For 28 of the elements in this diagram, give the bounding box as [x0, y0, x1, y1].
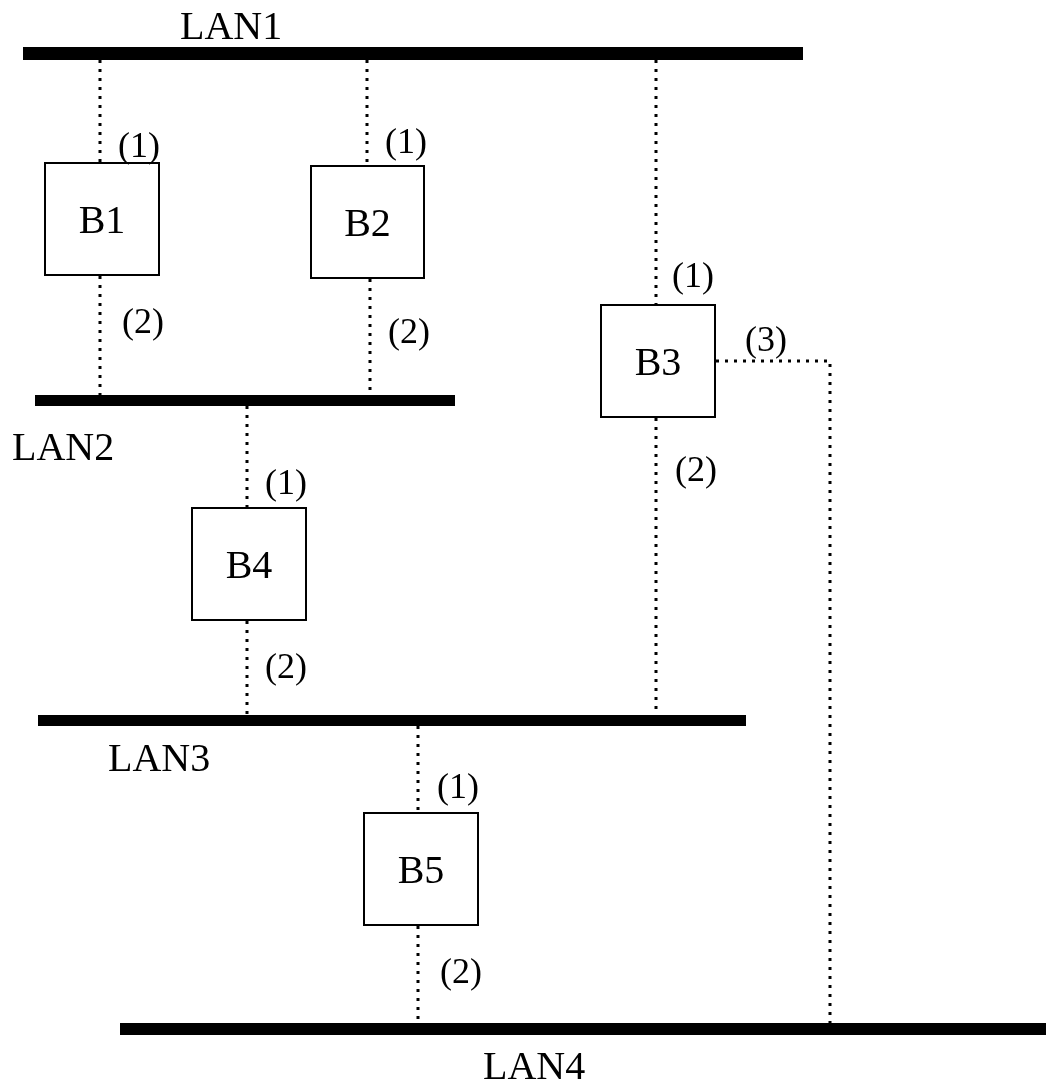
port-label: (1)	[672, 256, 714, 294]
port-label: (2)	[265, 647, 307, 685]
port-label: (1)	[118, 126, 160, 164]
link-line	[654, 60, 658, 304]
port-label: (1)	[265, 463, 307, 501]
port-label: (1)	[385, 122, 427, 160]
port-label: (2)	[122, 302, 164, 340]
link-line	[416, 726, 420, 812]
link-line	[98, 276, 102, 395]
port-label: (3)	[745, 320, 787, 358]
port-label: (1)	[437, 767, 479, 805]
port-label: (2)	[440, 952, 482, 990]
link-line	[245, 621, 249, 715]
port-label: (2)	[675, 450, 717, 488]
link-line	[365, 60, 369, 165]
lan-label: LAN4	[483, 1044, 586, 1088]
bridge-box: B5	[363, 812, 479, 926]
link-line	[716, 359, 832, 1023]
lan-label: LAN2	[12, 425, 115, 469]
lan-label: LAN1	[180, 4, 283, 48]
bridge-box: B2	[310, 165, 425, 279]
bridge-box: B1	[44, 162, 160, 276]
bridge-box: B4	[191, 507, 307, 621]
link-line	[98, 60, 102, 162]
link-line	[245, 406, 249, 507]
port-label: (2)	[388, 312, 430, 350]
lan-label: LAN3	[108, 736, 211, 780]
bridge-box: B3	[600, 304, 716, 418]
